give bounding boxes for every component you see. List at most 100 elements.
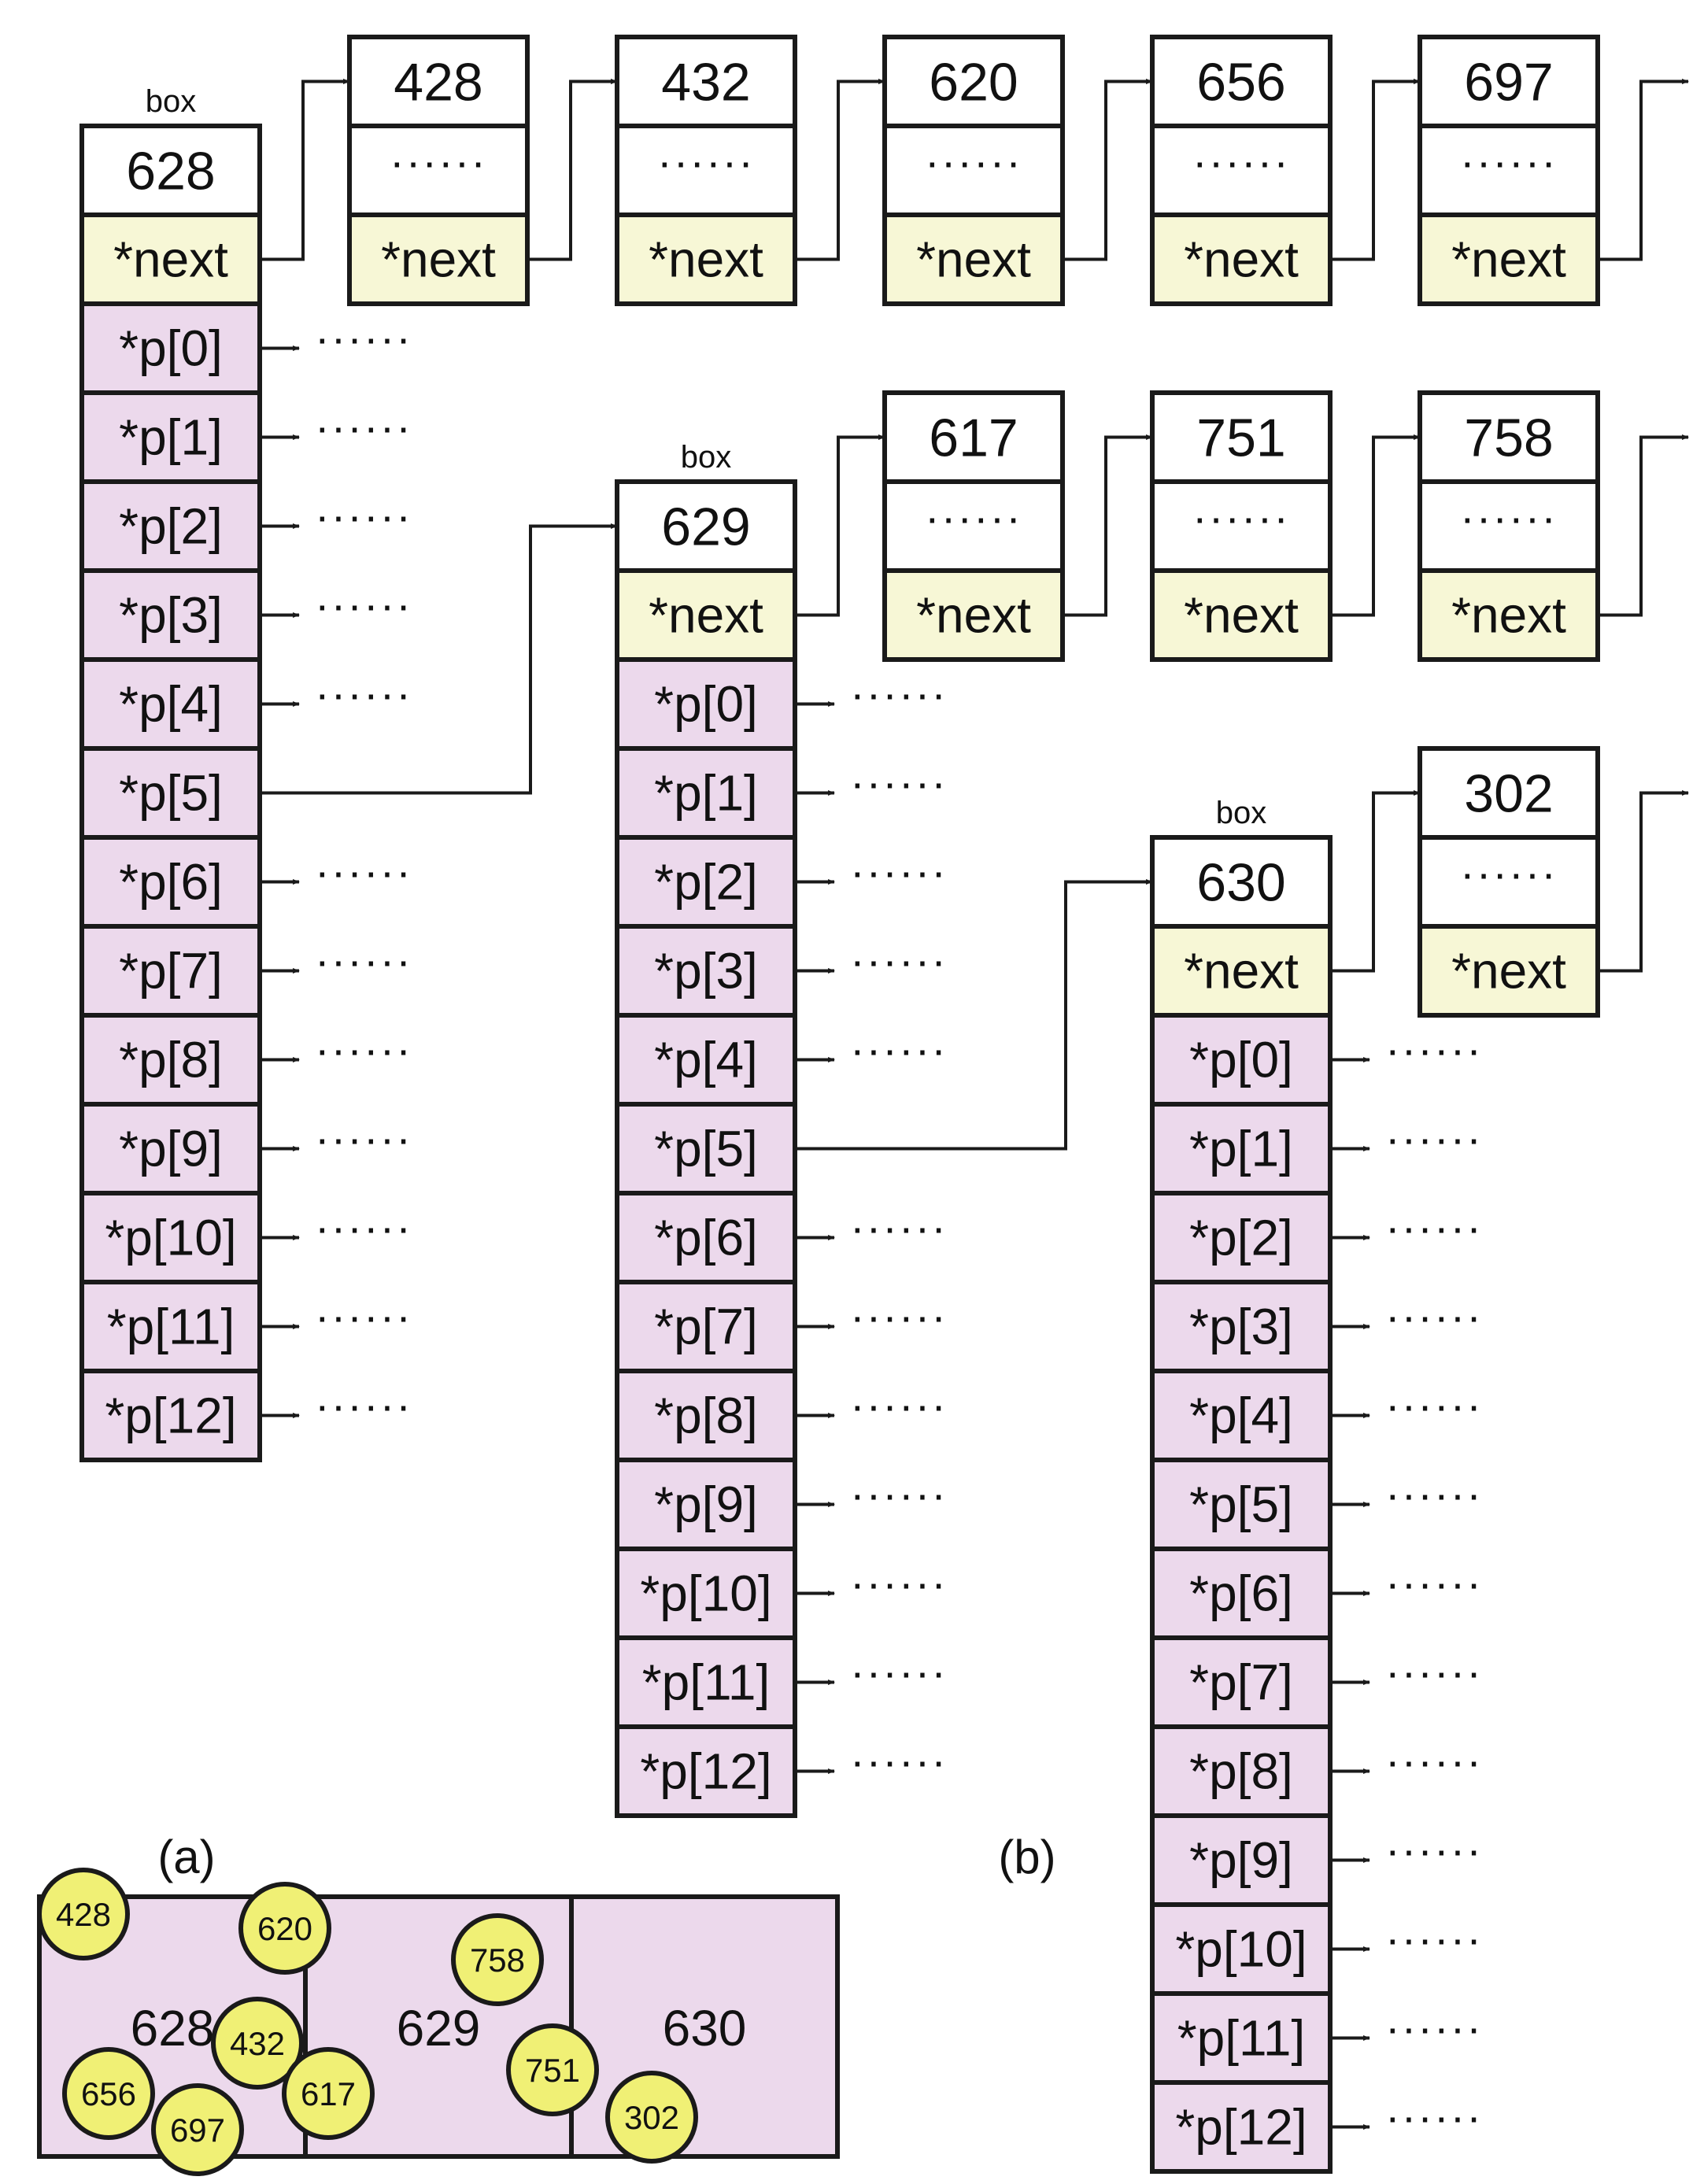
pointer-label: *p[1] bbox=[654, 765, 758, 822]
ball-circle-label: 428 bbox=[56, 1896, 111, 1933]
ball-circle bbox=[605, 2071, 698, 2164]
ball-data-cell bbox=[1150, 479, 1333, 573]
pointer-target-dots: ······ bbox=[315, 1380, 412, 1430]
ball-value-cell bbox=[615, 35, 797, 128]
pointer-label: *p[11] bbox=[1177, 2010, 1306, 2067]
pointer-cell bbox=[79, 479, 262, 573]
ball-656: 656······*next bbox=[1150, 35, 1333, 306]
box-628: box628*next*p[0]······*p[1]······*p[2]··… bbox=[79, 84, 412, 1462]
ball-data-cell bbox=[615, 124, 797, 217]
next-link-arrow bbox=[1063, 434, 1153, 617]
pointer-label: *p[8] bbox=[1189, 1743, 1293, 1800]
nodes-layer: box628*next*p[0]······*p[1]······*p[2]··… bbox=[79, 35, 1600, 2174]
ball-next-text: *next bbox=[1184, 587, 1299, 644]
ball-circle-697: 697 bbox=[151, 2083, 244, 2176]
pointer-cell bbox=[615, 1547, 797, 1640]
ball-data-dots: ······ bbox=[1460, 137, 1558, 187]
pointer-cell bbox=[1150, 1191, 1333, 1284]
box-next-text: *next bbox=[1184, 943, 1299, 1000]
pointer-label: *p[12] bbox=[105, 1388, 236, 1444]
pointer-label: *p[1] bbox=[119, 409, 223, 466]
ball-id-text: 697 bbox=[1464, 53, 1553, 113]
pointer-target-dots: ······ bbox=[1385, 1203, 1483, 1252]
ball-697: 697 ······ *next bbox=[1418, 35, 1600, 306]
pointer-label: *p[1] bbox=[1189, 1121, 1293, 1177]
ball-302: 302······*next bbox=[1418, 746, 1600, 1018]
ball-next-cell bbox=[882, 568, 1065, 662]
pointer-target-dots: ······ bbox=[850, 1380, 948, 1430]
panel-a-label: (a) bbox=[157, 1831, 215, 1883]
pointer-label: *p[0] bbox=[1189, 1032, 1293, 1088]
pointer-label: *p[7] bbox=[119, 943, 223, 1000]
ball-id-text: 617 bbox=[929, 408, 1018, 468]
box-id-cell bbox=[615, 479, 797, 573]
links-layer bbox=[260, 78, 1689, 2130]
ball-next-cell bbox=[1418, 568, 1600, 662]
pointer-label: *p[10] bbox=[640, 1565, 771, 1622]
pointer-cell bbox=[1150, 1902, 1333, 1996]
panel-b-label: (b) bbox=[998, 1831, 1055, 1883]
ball-value-cell bbox=[882, 390, 1065, 484]
box-child-link bbox=[260, 523, 618, 795]
pointer-label: *p[9] bbox=[119, 1121, 223, 1177]
ball-circle-617: 617 bbox=[282, 2047, 375, 2140]
pointer-label: *p[11] bbox=[642, 1654, 771, 1711]
ball-data-dots: ······ bbox=[925, 137, 1022, 187]
pointer-target-dots: ······ bbox=[1385, 2003, 1483, 2053]
pointer-cell bbox=[615, 1724, 797, 1818]
pointer-label: *p[10] bbox=[1175, 1921, 1307, 1978]
pointer-cell bbox=[79, 301, 262, 395]
ball-circle-label: 302 bbox=[624, 2099, 679, 2136]
ball-circle bbox=[506, 2023, 599, 2116]
ball-next-text: *next bbox=[1451, 231, 1566, 288]
pointer-target-dots: ······ bbox=[315, 491, 412, 541]
ball-data-cell bbox=[1418, 124, 1600, 217]
pointer-target-dots: ······ bbox=[850, 847, 948, 896]
pointer-cell bbox=[615, 1102, 797, 1195]
ball-circle-620: 620 bbox=[238, 1882, 331, 1975]
pointer-target-dots: ······ bbox=[850, 1647, 948, 1697]
ball-758: 758······*next bbox=[1418, 390, 1600, 662]
pointer-label: *p[3] bbox=[119, 587, 223, 644]
pointer-label: *p[2] bbox=[654, 854, 758, 911]
ball-next-cell bbox=[882, 212, 1065, 306]
pointer-label: *p[10] bbox=[105, 1210, 236, 1266]
box-id-text: 629 bbox=[661, 497, 750, 557]
box-next-text: *next bbox=[649, 587, 763, 644]
pointer-label: *p[3] bbox=[654, 943, 758, 1000]
ball-data-dots: ······ bbox=[390, 137, 487, 187]
pointer-target-dots: ······ bbox=[315, 936, 412, 985]
pointer-label: *p[12] bbox=[640, 1743, 771, 1800]
pointer-label: *p[5] bbox=[654, 1121, 758, 1177]
ball-next-text: *next bbox=[1184, 231, 1299, 288]
ball-data-dots: ······ bbox=[657, 137, 755, 187]
ball-circle bbox=[211, 1997, 304, 2090]
pointer-target-dots: ······ bbox=[1385, 1914, 1483, 1964]
ball-value-cell bbox=[1418, 390, 1600, 484]
ball-next-cell bbox=[615, 212, 797, 306]
ball-428: 428······*next bbox=[347, 35, 530, 306]
pointer-target-dots: ······ bbox=[315, 1114, 412, 1163]
pointer-target-dots: ······ bbox=[1385, 1025, 1483, 1074]
pointer-target-dots: ······ bbox=[1385, 1558, 1483, 1608]
ball-id-text: 758 bbox=[1464, 408, 1553, 468]
next-link-arrow bbox=[1330, 789, 1421, 973]
pointer-label: *p[2] bbox=[1189, 1210, 1293, 1266]
ball-circle-label: 758 bbox=[470, 1942, 525, 1979]
pointer-label: *p[4] bbox=[1189, 1388, 1293, 1444]
pointer-cell bbox=[615, 1013, 797, 1107]
pointer-label: *p[9] bbox=[654, 1476, 758, 1533]
next-link-arrow bbox=[1330, 434, 1421, 617]
pointer-target-dots: ······ bbox=[850, 1025, 948, 1074]
pointer-label: *p[9] bbox=[1189, 1832, 1293, 1889]
pointer-target-dots: ······ bbox=[850, 758, 948, 807]
pointer-target-dots: ······ bbox=[315, 1292, 412, 1341]
ball-circle bbox=[62, 2047, 155, 2140]
box-id-text: 630 bbox=[1196, 853, 1285, 913]
next-link-arrow bbox=[527, 78, 618, 261]
ball-next-text: *next bbox=[1451, 587, 1566, 644]
pointer-cell bbox=[79, 1369, 262, 1462]
